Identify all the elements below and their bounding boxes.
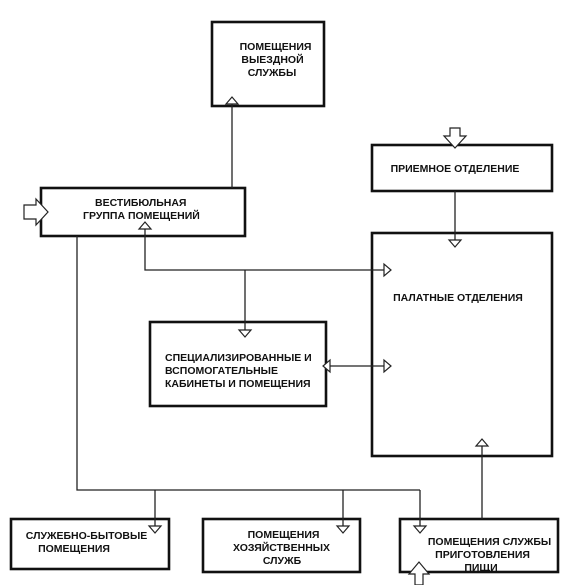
- arrow-down-staff: [147, 525, 163, 534]
- label-admission: ПРИЕМНОЕ ОТДЕЛЕНИЕ: [391, 163, 520, 175]
- label-admission-line-1: ПРИЕМНОЕ ОТДЕЛЕНИЕ: [391, 163, 520, 175]
- box-specialized: [148, 320, 328, 408]
- arrow-right-wards-top: [383, 262, 392, 278]
- label-staff-line-1: СЛУЖЕБНО-БЫТОВЫЕ: [26, 530, 148, 542]
- label-wards: ПАЛАТНЫЕ ОТДЕЛЕНИЯ: [393, 292, 523, 304]
- box-field-service: [210, 20, 326, 108]
- entry-arrow-catering: [407, 561, 431, 585]
- label-household-line-3: СЛУЖБ: [263, 555, 302, 567]
- box-household: [201, 517, 362, 574]
- label-vestibule: ВЕСТИБЮЛЬНАЯ ГРУППА ПОМЕЩЕНИЙ: [83, 197, 200, 222]
- arrow-up-wards-from-catering: [474, 438, 490, 447]
- label-vestibule-line-2: ГРУППА ПОМЕЩЕНИЙ: [83, 209, 200, 222]
- entry-arrow-vestibule: [23, 197, 49, 227]
- arrow-left-specialized: [322, 358, 331, 374]
- label-catering-line-2: ПРИГОТОВЛЕНИЯ: [435, 549, 530, 561]
- label-household-line-1: ПОМЕЩЕНИЯ: [248, 529, 320, 541]
- connector-vestibule-wards: [144, 229, 384, 271]
- arrow-down-household: [335, 525, 351, 534]
- box-vestibule: [39, 186, 247, 238]
- label-staff: СЛУЖЕБНО-БЫТОВЫЕ ПОМЕЩЕНИЯ: [26, 530, 150, 555]
- arrow-up-field-service: [224, 96, 240, 105]
- label-field-service-line-1: ПОМЕЩЕНИЯ: [240, 41, 312, 53]
- label-specialized: СПЕЦИАЛИЗИРОВАННЫЕ И ВСПОМОГАТЕЛЬНЫЕ КАБ…: [165, 352, 315, 390]
- label-catering-line-1: ПОМЕЩЕНИЯ СЛУЖБЫ: [428, 536, 551, 548]
- arrow-up-vestibule: [137, 221, 153, 230]
- label-household-line-2: ХОЗЯЙСТВЕННЫХ: [233, 541, 330, 554]
- label-catering: ПОМЕЩЕНИЯ СЛУЖБЫ ПРИГОТОВЛЕНИЯ ПИЩИ: [428, 536, 554, 574]
- arrow-down-specialized: [237, 329, 253, 338]
- label-specialized-line-2: ВСПОМОГАТЕЛЬНЫЕ: [165, 365, 278, 377]
- label-field-service: ПОМЕЩЕНИЯ ВЫЕЗДНОЙ СЛУЖБЫ: [240, 41, 315, 79]
- label-field-service-line-3: СЛУЖБЫ: [248, 67, 297, 79]
- label-vestibule-line-1: ВЕСТИБЮЛЬНАЯ: [95, 197, 186, 209]
- arrow-down-wards-from-admission: [447, 239, 463, 248]
- box-staff: [9, 517, 171, 571]
- connector-vestibule-service-bus: [76, 236, 420, 491]
- label-wards-line-1: ПАЛАТНЫЕ ОТДЕЛЕНИЯ: [393, 292, 523, 304]
- label-staff-line-2: ПОМЕЩЕНИЯ: [38, 543, 110, 555]
- entry-arrow-admission: [442, 127, 468, 149]
- label-field-service-line-2: ВЫЕЗДНОЙ: [241, 53, 303, 66]
- arrow-right-wards-middle: [383, 358, 392, 374]
- arrow-down-catering: [412, 525, 428, 534]
- box-wards: [370, 231, 554, 458]
- label-household: ПОМЕЩЕНИЯ ХОЗЯЙСТВЕННЫХ СЛУЖБ: [233, 529, 333, 567]
- label-specialized-line-3: КАБИНЕТЫ И ПОМЕЩЕНИЯ: [165, 378, 311, 390]
- box-catering: [398, 517, 560, 574]
- label-specialized-line-1: СПЕЦИАЛИЗИРОВАННЫЕ И: [165, 352, 312, 364]
- label-catering-line-3: ПИЩИ: [464, 562, 497, 574]
- box-admission: [370, 143, 554, 193]
